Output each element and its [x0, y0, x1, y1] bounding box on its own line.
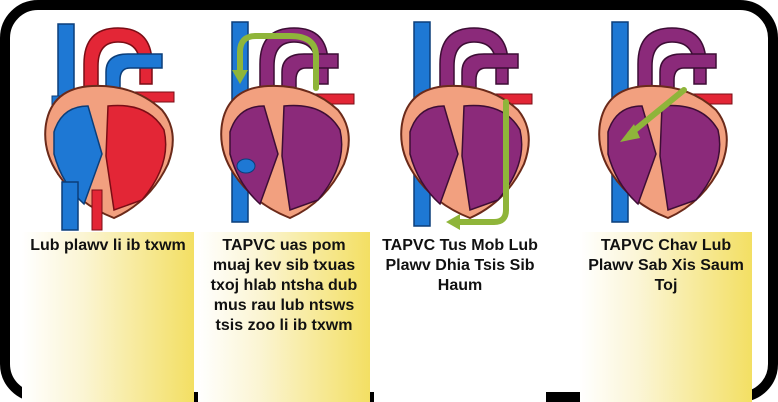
panel-caption: TAPVC Tus Mob Lub Plawv Dhia Tsis Sib Ha…	[378, 236, 542, 296]
normal-heart-illustration	[22, 14, 194, 232]
caption-box: Lub plawv li ib txwm	[22, 232, 194, 402]
panel-tapvc-cardiac: TAPVC Chav Lub Plawv Sab Xis Saum Toj	[580, 14, 752, 398]
caption-box: TAPVC uas pom muaj kev sib txuas txoj hl…	[198, 232, 370, 402]
panel-normal-heart: Lub plawv li ib txwm	[22, 14, 194, 398]
caption-box: TAPVC Tus Mob Lub Plawv Dhia Tsis Sib Ha…	[374, 232, 546, 402]
panel-caption: Lub plawv li ib txwm	[30, 236, 186, 256]
panel-caption: TAPVC Chav Lub Plawv Sab Xis Saum Toj	[588, 236, 744, 296]
tapvc-infracardiac-illustration	[374, 14, 546, 232]
caption-box: TAPVC Chav Lub Plawv Sab Xis Saum Toj	[580, 232, 752, 402]
panel-caption: TAPVC uas pom muaj kev sib txuas txoj hl…	[206, 236, 362, 336]
panel-tapvc-infracardiac: TAPVC Tus Mob Lub Plawv Dhia Tsis Sib Ha…	[374, 14, 546, 398]
tapvc-supracardiac-illustration	[198, 14, 370, 232]
panel-tapvc-supracardiac: TAPVC uas pom muaj kev sib txuas txoj hl…	[198, 14, 370, 398]
tapvc-cardiac-illustration	[580, 14, 752, 232]
